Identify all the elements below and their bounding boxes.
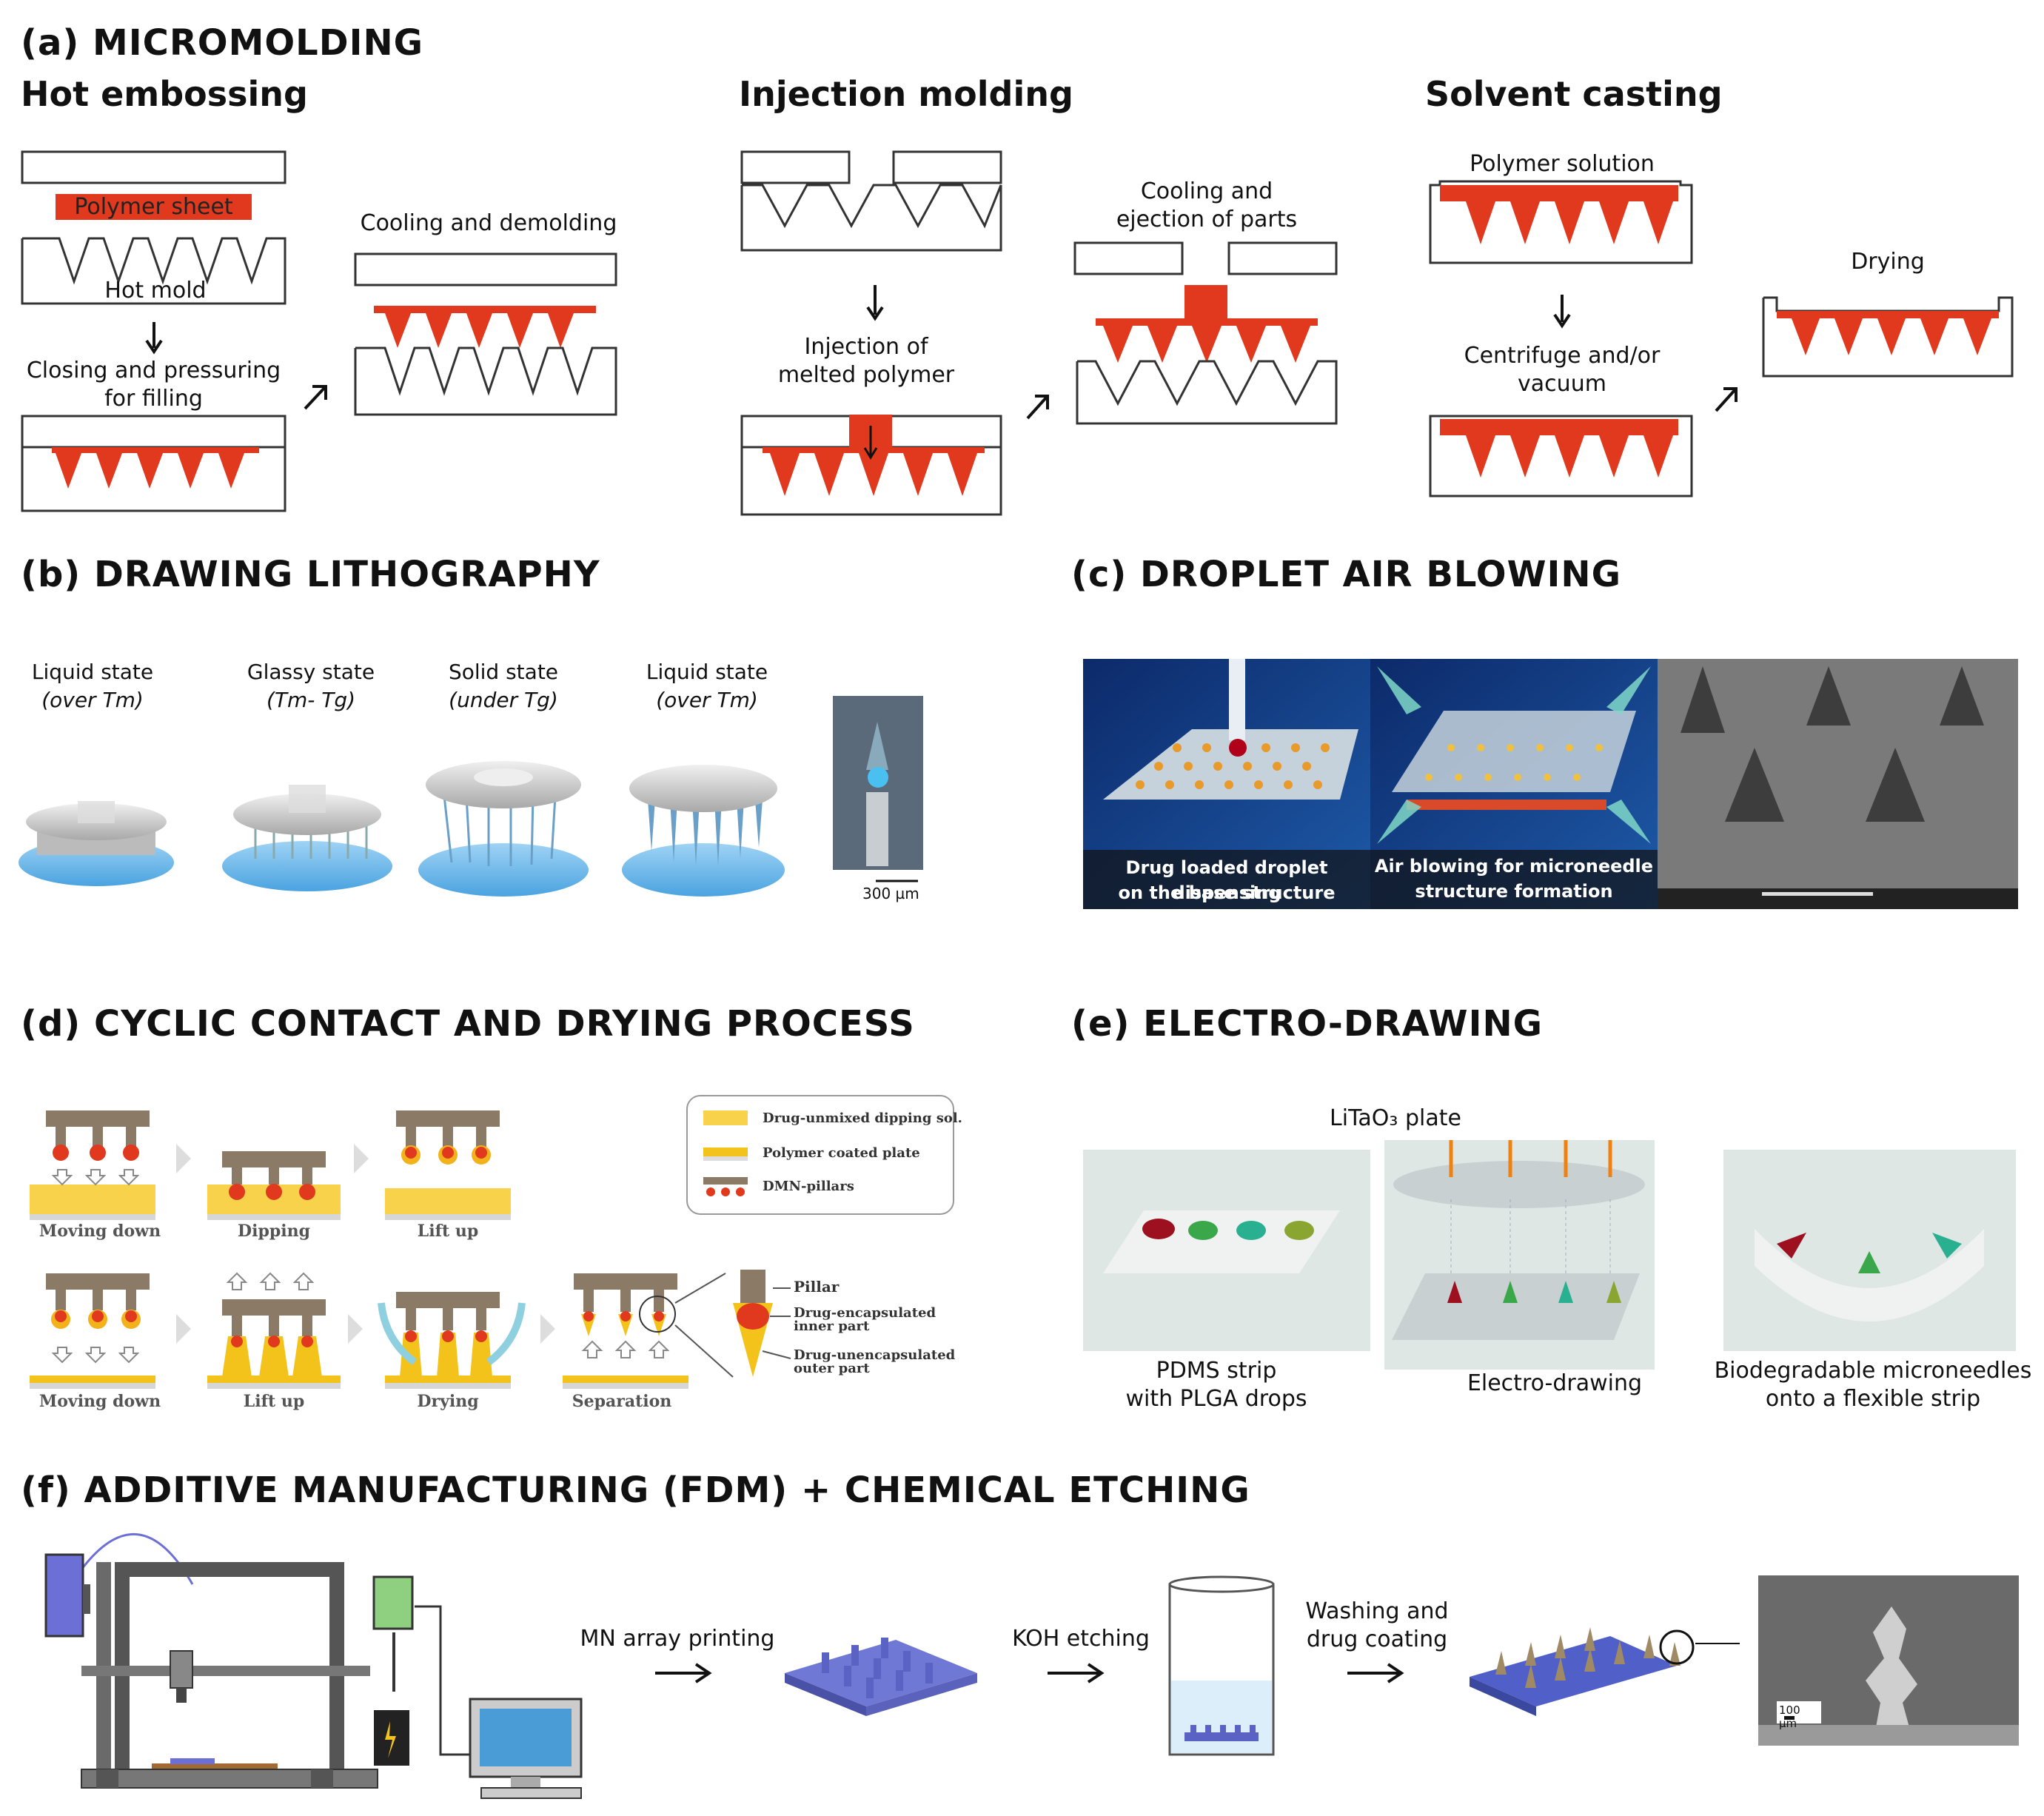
part-outer-1: Drug-unencapsulated	[794, 1347, 956, 1363]
legend-dipping-sol: Drug-unmixed dipping sol.	[763, 1110, 962, 1126]
section-e-title: (e) ELECTRO-DRAWING	[1071, 1003, 1544, 1045]
pdms-label-1: PDMS strip	[1156, 1358, 1277, 1384]
row1-dipping: Dipping	[238, 1222, 310, 1241]
state-2-line1: Glassy state	[247, 660, 375, 684]
droplet-air-blowing-illustration	[1083, 659, 2018, 909]
closing-label-1: Closing and pressuring	[26, 358, 281, 383]
drying-label: Drying	[1851, 249, 1925, 275]
row1-lift-up: Lift up	[417, 1222, 479, 1241]
part-outer-2: outer part	[794, 1361, 870, 1376]
state-1-line2: (over Tm)	[41, 688, 144, 712]
mn-array-printing-label: MN array printing	[580, 1626, 775, 1652]
state-3-line1: Solid state	[448, 660, 559, 684]
washing-label-2: drug coating	[1306, 1626, 1448, 1652]
injection-label-2: melted polymer	[777, 362, 955, 388]
row2-separation: Separation	[572, 1392, 672, 1411]
injection-molding-diagram	[740, 150, 1338, 516]
section-d-title: (d) CYCLIC CONTACT AND DRYING PROCESS	[21, 1003, 915, 1045]
row2-lift-up: Lift up	[243, 1392, 305, 1411]
row2-drying: Drying	[417, 1392, 479, 1411]
section-b-title: (b) DRAWING LITHOGRAPHY	[21, 554, 600, 595]
solvent-casting-title: Solvent casting	[1425, 74, 1723, 114]
biodegradable-label-1: Biodegradable microneedles	[1714, 1358, 2032, 1384]
centrifuge-label-1: Centrifuge and/or	[1464, 343, 1661, 369]
washing-label-1: Washing and	[1305, 1598, 1449, 1624]
section-a-title: (a) MICROMOLDING	[21, 22, 424, 64]
injection-molding-title: Injection molding	[739, 74, 1073, 114]
closing-label-2: for filling	[104, 386, 203, 412]
electro-drawing-label: Electro-drawing	[1467, 1370, 1643, 1396]
legend-pillars: DMN-pillars	[763, 1179, 854, 1194]
state-2-line2: (Tm- Tg)	[266, 688, 356, 712]
litao3-plate-label: LiTaO₃ plate	[1330, 1105, 1461, 1131]
state-4-line2: (over Tm)	[656, 688, 758, 712]
injection-label-1: Injection of	[804, 334, 928, 360]
state-4-line1: Liquid state	[646, 660, 768, 684]
centrifuge-label-2: vacuum	[1518, 371, 1606, 397]
cyclic-contact-illustration	[30, 1095, 954, 1389]
solvent-casting-diagram	[1429, 180, 2014, 497]
row2-moving-down: Moving down	[38, 1392, 161, 1411]
airblow-caption-1: Air blowing for microneedle	[1374, 856, 1654, 877]
sem-scale-label: 100 µm	[1779, 1703, 1800, 1730]
part-inner-1: Drug-encapsulated	[794, 1305, 936, 1321]
electro-drawing-illustration	[1083, 1140, 2016, 1370]
state-1-line1: Liquid state	[31, 660, 154, 684]
hot-embossing-title: Hot embossing	[21, 74, 308, 114]
ejection-label-1: Cooling and	[1140, 178, 1273, 204]
airblow-caption-2: structure formation	[1415, 881, 1613, 902]
biodegradable-label-2: onto a flexible strip	[1765, 1386, 1981, 1412]
polymer-solution-label: Polymer solution	[1470, 151, 1655, 177]
section-c-title: (c) DROPLET AIR BLOWING	[1071, 554, 1621, 595]
part-pillar: Pillar	[794, 1278, 840, 1296]
row1-moving-down: Moving down	[38, 1222, 161, 1241]
drawing-lithography-illustration	[19, 696, 923, 897]
hot-embossing-diagram	[21, 150, 617, 512]
droplet-caption-2: on the base structure	[1118, 882, 1336, 903]
cooling-demolding-label: Cooling and demolding	[360, 210, 617, 236]
section-f-title: (f) ADDITIVE MANUFACTURING (FDM) + CHEMI…	[21, 1470, 1250, 1511]
part-inner-2: inner part	[794, 1319, 870, 1334]
pdms-label-2: with PLGA drops	[1125, 1386, 1307, 1412]
hot-mold-label: Hot mold	[104, 278, 207, 304]
lithography-scale-label: 300 µm	[862, 885, 919, 902]
ejection-label-2: ejection of parts	[1116, 207, 1298, 232]
droplet-caption-1: Drug loaded droplet dispensing	[1125, 857, 1328, 903]
polymer-sheet-label: Polymer sheet	[74, 194, 233, 220]
state-3-line2: (under Tg)	[449, 688, 558, 712]
koh-etching-label: KOH etching	[1012, 1626, 1150, 1652]
legend-coated-plate: Polymer coated plate	[763, 1145, 920, 1161]
